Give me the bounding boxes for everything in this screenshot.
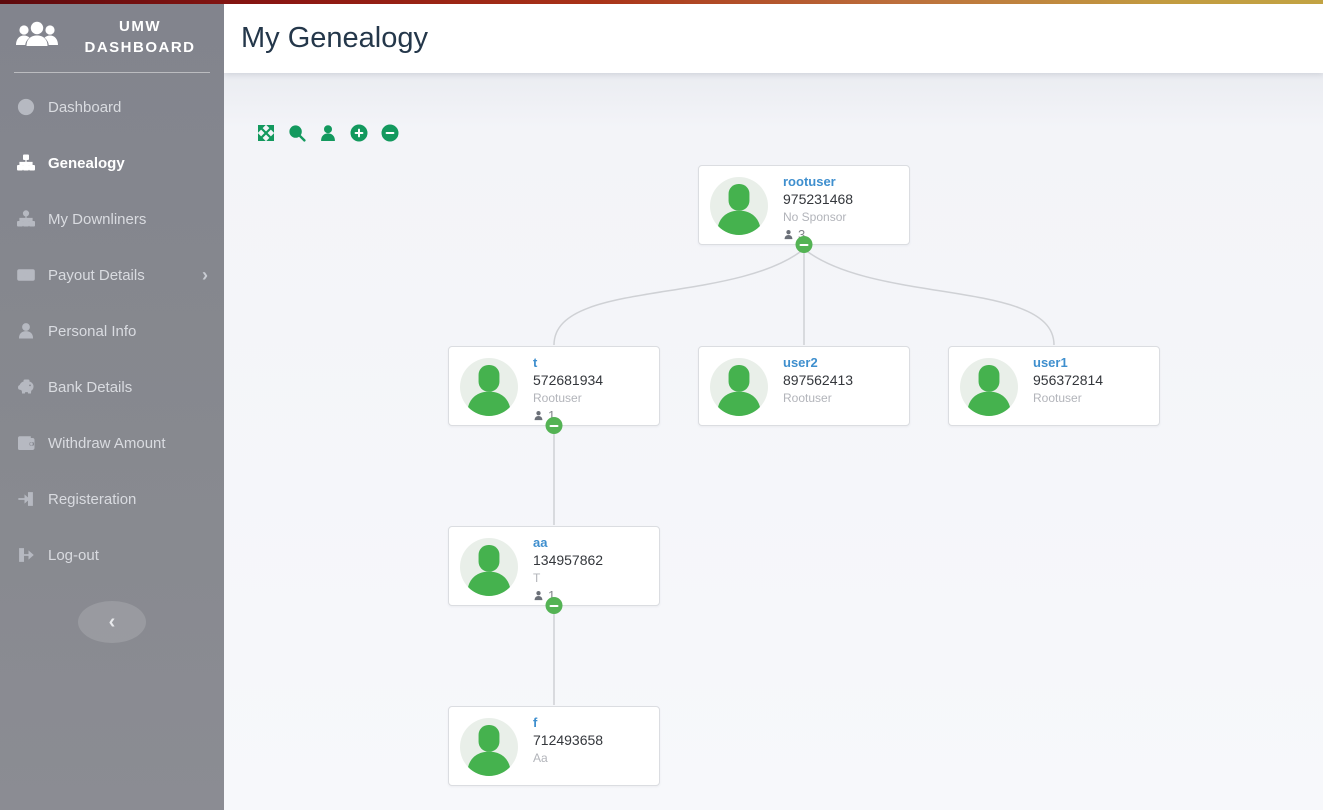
sidebar-nav: Dashboard Genealogy [0,79,224,583]
node-username-link[interactable]: t [533,355,538,370]
sidebar-item-dashboard[interactable]: Dashboard [0,79,224,135]
sidebar-item-bank-details[interactable]: Bank Details [0,359,224,415]
count-value: 1 [548,588,556,603]
sidebar-item-label: Bank Details [48,378,133,396]
page-header: My Genealogy [224,4,1323,73]
wallet-icon [17,434,35,452]
brand-title: UMW DASHBOARD [70,16,210,58]
sidebar-item-log-out[interactable]: Log-out [0,527,224,583]
avatar [960,358,1018,416]
sidebar-item-label: Personal Info [48,322,137,340]
genealogy-sitemap-icon [17,154,35,172]
sidebar-item-label: My Downliners [48,210,147,228]
sidebar-item-my-downliners[interactable]: My Downliners [0,191,224,247]
sign-out-icon [17,546,35,564]
tree-node-aa: aa 134957862 T 1 [448,526,660,614]
chevron-left-icon: ‹ [108,610,116,633]
sidebar-item-label: Genealogy [48,154,125,172]
top-accent-bar [0,0,1323,4]
genealogy-tree: rootuser 975231468 No Sponsor 3 [224,73,1323,810]
sidebar-item-label: Log-out [48,546,99,564]
node-id-number: 572681934 [533,372,604,388]
node-downline-count: 3 [783,227,903,242]
tree-toolbar [257,124,399,142]
node-username-link[interactable]: user2 [783,355,818,370]
collapse-node-button[interactable] [795,236,813,253]
node-username-link[interactable]: f [533,715,538,730]
search-icon-button[interactable] [288,124,306,142]
avatar [460,358,518,416]
node-info: aa 134957862 T 1 [533,534,653,603]
avatar [710,177,768,235]
node-downline-count: 1 [533,408,653,423]
sidebar-divider [14,72,210,73]
piggy-bank-icon [17,378,35,396]
tree-node-t: t 572681934 Rootuser 1 [448,346,660,434]
count-value: 1 [548,408,556,423]
sidebar-collapse-button[interactable]: ‹ [78,601,146,643]
sidebar-item-registeration[interactable]: Registeration [0,471,224,527]
chevron-right-icon: › [202,265,208,285]
sign-in-icon [17,490,35,508]
sidebar-item-withdraw-amount[interactable]: Withdraw Amount [0,415,224,471]
tree-node-f: f 712493658 Aa [448,706,660,786]
node-info: user1 956372814 Rootuser [1033,354,1153,407]
avatar [710,358,768,416]
node-sponsor: T [533,571,541,585]
node-downline-count: 1 [533,588,653,603]
sidebar-item-personal-info[interactable]: Personal Info [0,303,224,359]
brand-line2: DASHBOARD [84,39,196,56]
tree-node-user2: user2 897562413 Rootuser [698,346,910,426]
sidebar-item-label: Registeration [48,490,137,508]
node-sponsor: Rootuser [1033,391,1082,405]
sidebar-item-label: Payout Details [48,266,145,284]
node-username-link[interactable]: aa [533,535,548,550]
node-id-number: 134957862 [533,552,604,568]
genealogy-content: rootuser 975231468 No Sponsor 3 [224,73,1323,810]
node-id-number: 712493658 [533,732,604,748]
sidebar-item-label: Withdraw Amount [48,434,166,452]
tree-node-user1: user1 956372814 Rootuser [948,346,1160,426]
person-count-icon [784,230,793,240]
sidebar-item-payout-details[interactable]: Payout Details › [0,247,224,303]
zoom-out-icon-button[interactable] [381,124,399,142]
sidebar-item-genealogy[interactable]: Genealogy [0,135,224,191]
node-info: user2 897562413 Rootuser [783,354,903,407]
collapse-node-button[interactable] [545,597,563,614]
sidebar: UMW DASHBOARD Dashboard [0,0,224,810]
node-username-link[interactable]: rootuser [783,174,836,189]
node-info: t 572681934 Rootuser 1 [533,354,653,423]
payout-money-icon [17,266,35,284]
avatar [460,718,518,776]
node-username-link[interactable]: user1 [1033,355,1068,370]
tree-connector-lines [553,248,1055,705]
brand: UMW DASHBOARD [0,0,224,70]
person-icon [17,322,35,340]
page-title: My Genealogy [241,22,428,54]
sidebar-item-label: Dashboard [48,98,122,116]
node-id-number: 897562413 [783,372,854,388]
node-info: f 712493658 Aa [533,714,653,767]
count-value: 3 [798,227,806,242]
person-count-icon [534,411,543,421]
users-group-logo-icon [14,19,60,55]
person-count-icon [534,591,543,601]
zoom-in-icon-button[interactable] [350,124,368,142]
node-id-number: 956372814 [1033,372,1104,388]
expand-tree-button[interactable] [257,124,275,142]
dashboard-gauge-icon [17,98,35,116]
node-sponsor: No Sponsor [783,210,847,224]
collapse-node-button[interactable] [545,417,563,434]
avatar [460,538,518,596]
member-icon-button[interactable] [319,124,337,142]
node-sponsor: Rootuser [533,391,582,405]
node-info: rootuser 975231468 No Sponsor 3 [783,173,903,242]
brand-line1: UMW [119,18,161,35]
node-id-number: 975231468 [783,191,854,207]
tree-node-rootuser: rootuser 975231468 No Sponsor 3 [698,165,910,253]
downliners-orgchart-icon [17,210,35,228]
node-sponsor: Rootuser [783,391,832,405]
main-area: My Genealogy [224,4,1323,810]
node-sponsor: Aa [533,751,548,765]
